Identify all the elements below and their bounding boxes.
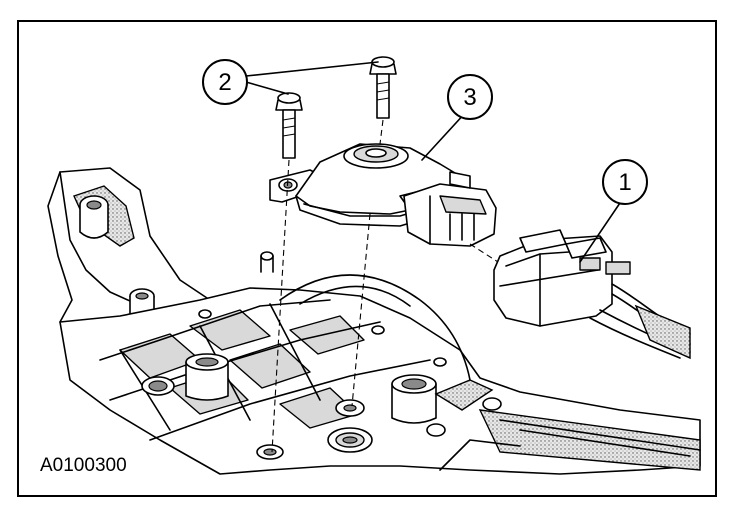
figure-border <box>17 20 717 497</box>
wiring-harness-connector <box>493 229 691 360</box>
leader-lines <box>245 61 623 263</box>
transmission-case <box>47 167 701 475</box>
callout-1: 1 <box>602 159 648 205</box>
bolt-left <box>275 92 303 159</box>
range-sensor <box>269 143 497 247</box>
callout-1-number: 1 <box>618 169 631 196</box>
bolt-right <box>369 56 397 119</box>
callout-3-number: 3 <box>463 84 476 111</box>
alignment-lines <box>271 119 499 453</box>
callout-2: 2 <box>202 59 248 105</box>
figure-id: A0100300 <box>40 455 127 476</box>
callout-2-number: 2 <box>218 69 231 96</box>
callout-3: 3 <box>447 74 493 120</box>
